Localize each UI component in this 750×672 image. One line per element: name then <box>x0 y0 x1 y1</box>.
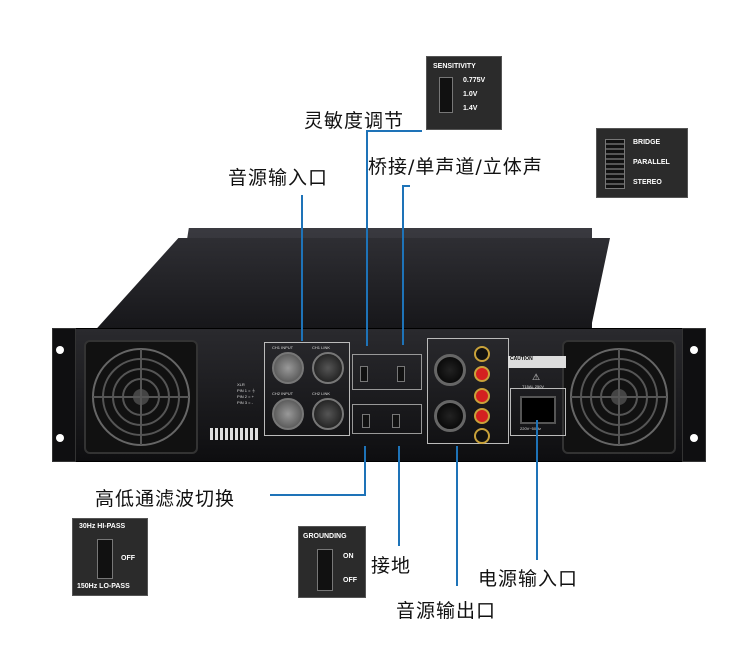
rack-hole <box>56 434 64 442</box>
callout-filter: 高低通滤波切换 <box>95 488 236 510</box>
panel-switch-group-top <box>352 354 422 390</box>
grounding-switch-icon <box>317 549 333 591</box>
panel-ground-switch[interactable] <box>392 414 400 428</box>
sensitivity-title: SENSITIVITY <box>433 63 476 70</box>
warning-icon: ⚠ <box>532 372 541 382</box>
panel-switch-group-bottom <box>352 404 422 434</box>
power-inlet-box <box>510 388 566 436</box>
binding-post-2[interactable] <box>474 366 490 382</box>
voltage-label: 220V~50Hz <box>520 426 542 431</box>
rack-hole <box>690 346 698 354</box>
pin2-label: PIN 2 = + <box>237 394 254 399</box>
amplifier-chassis: XLR PIN 1 = ⏚ PIN 2 = + PIN 3 = - CH1 IN… <box>52 228 706 462</box>
ch1-input-label: CH1 INPUT <box>272 345 294 350</box>
line-power-v <box>536 420 538 560</box>
ch2-input-socket[interactable] <box>272 398 304 430</box>
speakon-output-1[interactable] <box>434 354 466 386</box>
xlr-label: XLR <box>237 382 245 387</box>
output-connector-box <box>427 338 509 444</box>
ch2-link-label: CH2 LINK <box>312 391 331 396</box>
fan-left <box>84 340 198 454</box>
grounding-on-label: ON <box>343 553 354 560</box>
binding-post-5[interactable] <box>474 428 490 444</box>
line-bridge-h <box>402 185 410 187</box>
input-connector-box <box>264 342 350 436</box>
line-output-v <box>456 446 458 586</box>
line-ground-v <box>398 446 400 546</box>
grounding-inset: GROUNDING ON OFF <box>298 526 366 598</box>
panel-filter-switch[interactable] <box>362 414 370 428</box>
ch1-link-socket[interactable] <box>312 352 344 384</box>
sensitivity-option-3: 1.4V <box>463 105 478 112</box>
rack-hole <box>56 346 64 354</box>
filter-switch-icon <box>97 539 113 579</box>
binding-post-4[interactable] <box>474 408 490 424</box>
bridge-switch-icon <box>605 139 625 189</box>
callout-input: 音源输入口 <box>228 167 329 189</box>
line-filter-v <box>364 446 366 496</box>
binding-post-1[interactable] <box>474 346 490 362</box>
ch1-link-label: CH1 LINK <box>312 345 331 350</box>
filter-inset: 30Hz HI-PASS OFF 150Hz LO-PASS <box>72 518 148 596</box>
sensitivity-option-1: 0.775V <box>463 77 486 84</box>
bridge-option-1: BRIDGE <box>633 139 661 146</box>
ch2-input-label: CH2 INPUT <box>272 391 294 396</box>
pin1-label: PIN 1 = ⏚ <box>237 388 256 393</box>
line-bridge-v <box>402 185 404 345</box>
grounding-off-label: OFF <box>343 577 357 584</box>
line-filter-h <box>270 494 366 496</box>
binding-post-3[interactable] <box>474 388 490 404</box>
filter-top-label: 30Hz HI-PASS <box>79 523 126 530</box>
bridge-option-3: STEREO <box>633 179 662 186</box>
sensitivity-switch-icon <box>439 77 453 113</box>
chassis-top-left <box>90 238 610 336</box>
line-sensitivity-h <box>366 130 422 132</box>
serial-barcode <box>210 428 260 440</box>
callout-sensitivity: 灵敏度调节 <box>304 110 405 132</box>
line-sensitivity-v <box>366 130 368 346</box>
fuse-label: T15AL 250V <box>522 384 545 389</box>
bridge-option-2: PARALLEL <box>633 159 670 166</box>
sensitivity-option-2: 1.0V <box>463 91 478 98</box>
speakon-output-2[interactable] <box>434 400 466 432</box>
pin3-label: PIN 3 = - <box>237 400 253 405</box>
callout-bridge: 桥接/单声道/立体声 <box>368 156 543 178</box>
callout-power: 电源输入口 <box>478 568 579 590</box>
panel-bridge-switch[interactable] <box>397 366 405 382</box>
callout-ground: 接地 <box>371 555 412 577</box>
line-input-v <box>301 195 303 341</box>
ch1-input-socket[interactable] <box>272 352 304 384</box>
rack-hole <box>690 434 698 442</box>
filter-bottom-label: 150Hz LO-PASS <box>77 583 130 590</box>
panel-sensitivity-switch[interactable] <box>360 366 368 382</box>
grounding-title: GROUNDING <box>303 533 347 540</box>
fan-right <box>562 340 676 454</box>
power-inlet-socket[interactable] <box>520 396 556 424</box>
ch2-link-socket[interactable] <box>312 398 344 430</box>
filter-side-label: OFF <box>121 555 135 562</box>
sensitivity-inset: SENSITIVITY 0.775V 1.0V 1.4V <box>426 56 502 130</box>
bridge-inset: BRIDGE PARALLEL STEREO <box>596 128 688 198</box>
caution-plate: CAUTION <box>508 356 566 368</box>
callout-output: 音源输出口 <box>396 600 497 622</box>
